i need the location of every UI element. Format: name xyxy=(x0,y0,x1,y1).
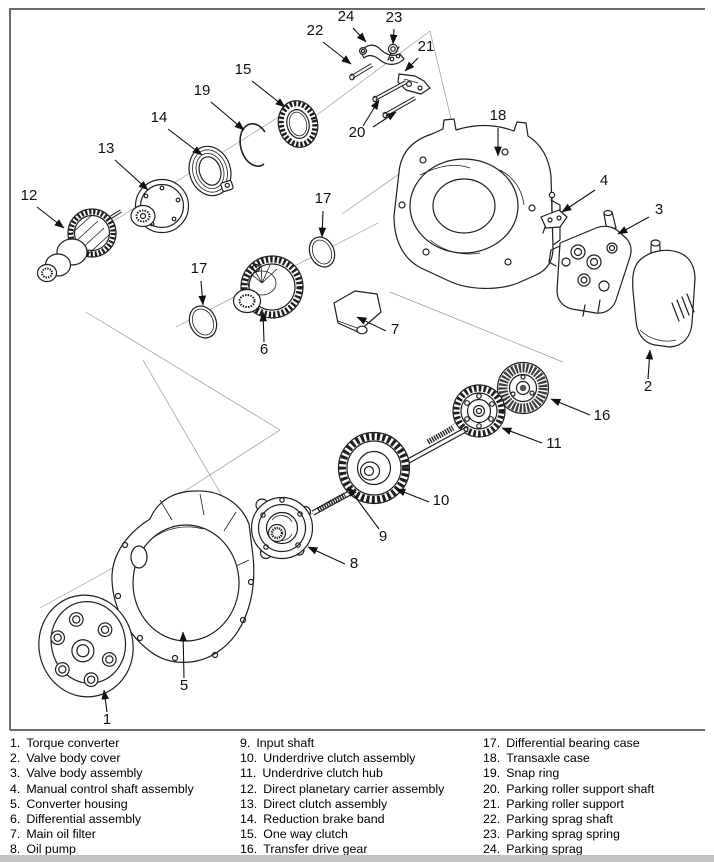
legend-item: 14.Reduction brake band xyxy=(240,811,385,826)
part-direct-clutch-assembly xyxy=(130,178,190,234)
legend-item: 10.Underdrive clutch assembly xyxy=(240,751,416,766)
legend-item: 21.Parking roller support xyxy=(483,796,624,811)
part-torque-converter xyxy=(38,594,134,698)
legend-item: 6.Differential assembly xyxy=(10,811,142,826)
part-oil-pump xyxy=(250,496,314,560)
legend-item: 3.Valve body assembly xyxy=(10,766,143,781)
legend-column-3: 17.Differential bearing case 18.Transaxl… xyxy=(483,736,654,858)
callout-1: 1 xyxy=(103,711,111,728)
callout-20: 20 xyxy=(349,124,366,141)
part-underdrive-clutch-assembly xyxy=(337,431,411,505)
part-differential-bearing-case-left xyxy=(188,305,218,339)
callout-4: 4 xyxy=(600,172,608,189)
part-manual-control-shaft-assembly xyxy=(540,191,568,234)
legend-item: 2.Valve body cover xyxy=(10,751,121,766)
callout-14: 14 xyxy=(151,109,168,126)
legend-item: 7.Main oil filter xyxy=(10,827,96,842)
exploded-view-diagram: 1 2 3 4 5 6 7 8 9 10 11 12 13 14 15 16 1… xyxy=(9,8,705,731)
figure-border xyxy=(9,8,705,731)
legend-item: 15.One way clutch xyxy=(240,827,348,842)
callout-3: 3 xyxy=(655,201,663,218)
legend-item: 17.Differential bearing case xyxy=(483,736,640,750)
part-parking-sprag xyxy=(359,44,405,65)
legend-item: 5.Converter housing xyxy=(10,796,128,811)
legend-item: 12.Direct planetary carrier assembly xyxy=(240,781,445,796)
callout-12: 12 xyxy=(21,187,38,204)
callout-16: 16 xyxy=(594,407,611,424)
part-differential-assembly xyxy=(232,255,304,319)
callout-9: 9 xyxy=(379,528,387,545)
legend-column-2: 9.Input shaft 10.Underdrive clutch assem… xyxy=(240,736,444,858)
legend-item: 8.Oil pump xyxy=(10,842,76,857)
legend-item: 20.Parking roller support shaft xyxy=(483,781,655,796)
legend-item: 11.Underdrive clutch hub xyxy=(240,766,383,781)
legend-item: 18.Transaxle case xyxy=(483,751,590,766)
callout-22: 22 xyxy=(307,22,324,39)
part-direct-planetary-carrier xyxy=(36,208,122,283)
callout-18: 18 xyxy=(490,107,507,124)
part-valve-body-cover xyxy=(632,239,696,348)
part-reduction-brake-band xyxy=(188,145,234,197)
legend-item: 23.Parking sprag spring xyxy=(483,827,620,842)
callout-8: 8 xyxy=(350,555,358,572)
legend-item: 19.Snap ring xyxy=(483,766,560,781)
horizontal-scrollbar[interactable] xyxy=(0,855,714,862)
parts-legend: 1.Torque converter 2.Valve body cover 3.… xyxy=(0,736,714,856)
legend-item: 16.Transfer drive gear xyxy=(240,842,368,857)
part-converter-housing xyxy=(111,490,255,663)
callout-13: 13 xyxy=(98,140,115,157)
legend-column-1: 1.Torque converter 2.Valve body cover 3.… xyxy=(10,736,194,858)
legend-item: 9.Input shaft xyxy=(240,736,315,750)
part-transfer-drive-gear xyxy=(496,361,550,415)
legend-item: 4.Manual control shaft assembly xyxy=(10,781,194,796)
callout-2: 2 xyxy=(644,378,652,395)
part-main-oil-filter xyxy=(333,290,382,335)
part-underdrive-clutch-hub xyxy=(452,384,506,438)
callout-21: 21 xyxy=(418,38,435,55)
callout-10: 10 xyxy=(433,492,450,509)
legend-item: 13.Direct clutch assembly xyxy=(240,796,388,811)
part-one-way-clutch xyxy=(277,100,319,148)
legend-item: 1.Torque converter xyxy=(10,736,120,750)
legend-item: 22.Parking sprag shaft xyxy=(483,811,613,826)
callout-23: 23 xyxy=(386,9,403,26)
callout-6: 6 xyxy=(260,341,268,358)
part-parking-sprag-shaft xyxy=(349,63,374,81)
callout-19: 19 xyxy=(194,82,211,99)
callouts: 1 2 3 4 5 6 7 8 9 10 11 12 13 14 15 16 1… xyxy=(21,8,664,728)
callout-17b: 17 xyxy=(315,190,332,207)
callout-7: 7 xyxy=(391,321,399,338)
part-differential-bearing-case-right xyxy=(308,236,336,268)
callout-17a: 17 xyxy=(191,260,208,277)
callout-11: 11 xyxy=(546,435,562,452)
callout-5: 5 xyxy=(180,677,188,694)
part-valve-body-assembly xyxy=(548,209,632,317)
callout-24: 24 xyxy=(338,8,355,25)
callout-15: 15 xyxy=(235,61,252,78)
part-parking-sprag-spring xyxy=(387,43,400,61)
legend-item: 24.Parking sprag xyxy=(483,842,583,857)
part-transaxle-case xyxy=(393,118,561,290)
part-parking-roller-support xyxy=(397,73,431,95)
part-snap-ring xyxy=(239,123,266,167)
